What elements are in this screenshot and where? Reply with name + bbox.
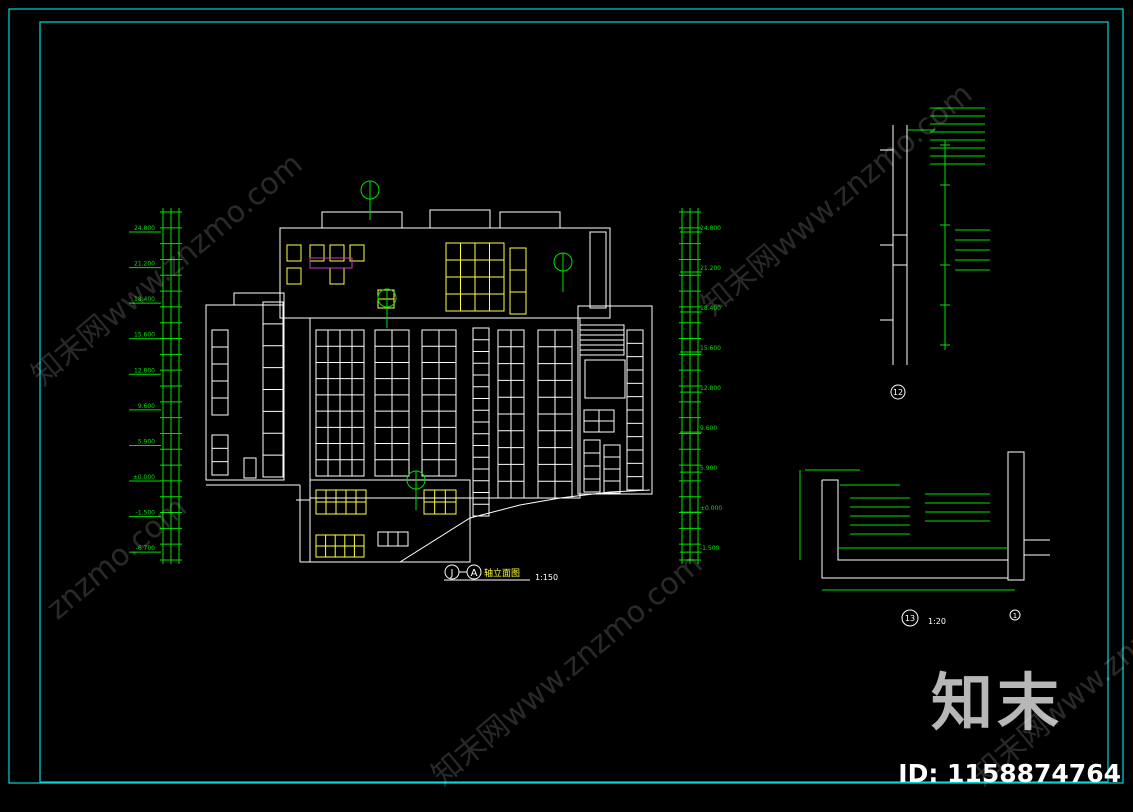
brand-logo: 知末 — [930, 666, 1063, 739]
elevation-label: 21.200 — [700, 265, 721, 272]
main-view-title-text: 轴立面图 — [484, 567, 520, 579]
elevation-label: -6.700 — [136, 545, 156, 552]
elevation-label: ±0.000 — [133, 474, 155, 481]
grid-circle-a: A — [471, 568, 478, 579]
detail-13-scale: 1:20 — [928, 617, 946, 626]
window-head-block — [892, 234, 908, 266]
detail-13-label: 13 1:20 1 — [901, 609, 1021, 627]
upper-window — [286, 244, 302, 262]
elevation-label: 24.800 — [700, 225, 721, 232]
elevation-label: 15.600 — [700, 345, 721, 352]
left-wing-door — [243, 457, 257, 479]
elevation-label: 12.800 — [134, 367, 155, 374]
right-wing-outline — [577, 305, 653, 495]
elevation-label: 15.600 — [134, 332, 155, 339]
elevation-label: 12.800 — [700, 385, 721, 392]
detail-12-wall-section — [880, 107, 990, 365]
elevation-dimension-chains: 24.800 21.200 18.400 15.600 12.800 9.600 5.900… — [129, 208, 722, 564]
grid-circle-j: J — [450, 568, 454, 579]
detail-13-gutter-section — [799, 451, 1050, 591]
detail-13-axis-tag: 1 — [1013, 612, 1017, 620]
elevation-label: 24.800 — [134, 225, 155, 232]
detail-13-number: 13 — [905, 614, 915, 623]
elevation-label: -1.500 — [136, 510, 156, 517]
main-view-title: J A 轴立面图 1:150 — [444, 564, 558, 582]
left-wing-outline — [205, 304, 285, 481]
upper-window — [509, 247, 527, 315]
roof-structure — [499, 211, 561, 229]
elevation-label: ±0.000 — [700, 505, 722, 512]
concrete-wall — [1007, 451, 1025, 581]
basement-outline — [309, 479, 471, 563]
elevation-label: -1.500 — [700, 545, 720, 552]
balcony-railing — [309, 257, 353, 269]
right-wing-sign-panel — [584, 359, 626, 399]
upper-window — [349, 244, 365, 262]
upper-window — [329, 267, 345, 285]
gutter-outline — [821, 480, 1008, 579]
main-view-scale: 1:150 — [535, 573, 558, 582]
elevation-label: 18.400 — [134, 296, 155, 303]
upper-window — [286, 267, 302, 285]
main-body-outline — [309, 317, 581, 499]
detail-12-label: 12 — [890, 384, 906, 400]
drawing-frame — [8, 8, 1124, 784]
ground-line — [300, 489, 651, 563]
elevation-label: 5.900 — [138, 438, 155, 445]
left-wing-window — [211, 329, 229, 416]
upper-window — [309, 244, 325, 262]
elevation-label: 5.900 — [700, 465, 717, 472]
detail-12-number: 12 — [893, 388, 903, 397]
elevation-label: 9.600 — [138, 403, 155, 410]
elevation-label: 9.600 — [700, 425, 717, 432]
upper-stair-wall — [589, 231, 607, 309]
left-wing-window — [211, 434, 229, 476]
basement-window — [377, 531, 409, 547]
roof-structure — [321, 211, 403, 229]
elevation-label: 18.400 — [700, 305, 721, 312]
gutter-outline — [822, 479, 1008, 561]
roof-structure — [429, 209, 491, 229]
upper-window — [329, 244, 345, 262]
building-elevation — [205, 180, 653, 563]
elevation-label: 21.200 — [134, 261, 155, 268]
image-id-label: ID: 1158874764 — [898, 759, 1121, 788]
left-wing-parapet — [233, 292, 285, 306]
